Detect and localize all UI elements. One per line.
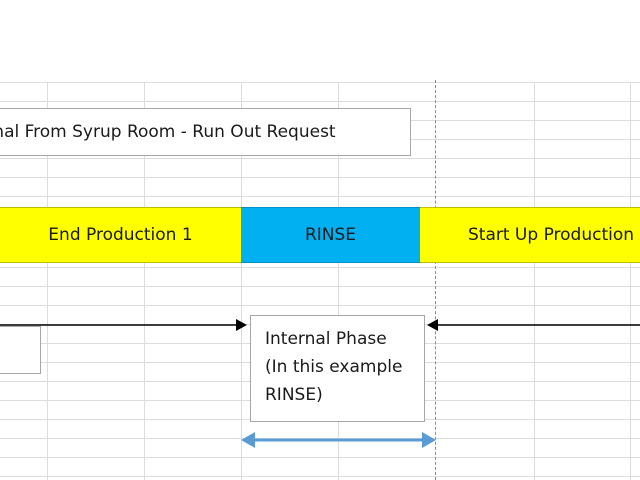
duration-double-arrow [241, 432, 436, 448]
grid-row-line [0, 286, 640, 287]
phase-start-up-label: Start Up Production [468, 225, 635, 245]
grid-column-line [630, 82, 631, 480]
grid-column-line [534, 82, 535, 480]
grid-row-line [0, 476, 640, 477]
phase-rinse: RINSE [241, 207, 420, 263]
left-arrow [0, 319, 247, 331]
grid-row-line [0, 457, 640, 458]
grid-column-line [144, 82, 145, 480]
internal-phase-line-3: RINSE) [265, 385, 323, 405]
phase-end-production: End Production 1 [0, 207, 241, 263]
internal-phase-line-2: (In this example [265, 357, 403, 377]
grid-column-line [338, 82, 339, 480]
grid-row-line [0, 101, 640, 102]
grid-row-line [0, 82, 640, 83]
left-partial-box [0, 326, 41, 374]
internal-phase-line-1: Internal Phase [265, 329, 387, 349]
internal-phase-box: Internal Phase (In this example RINSE) [250, 315, 425, 422]
phase-start-up-production: Start Up Production [420, 207, 640, 263]
phase-rinse-label: RINSE [304, 225, 357, 245]
grid-row-line [0, 196, 640, 197]
signal-request-text: Signal From Syrup Room - Run Out Request [0, 122, 336, 142]
signal-request-box: Signal From Syrup Room - Run Out Request [0, 108, 411, 156]
right-arrow [427, 319, 640, 331]
grid-column-line [47, 82, 48, 480]
phase-end-production-label: End Production 1 [48, 225, 193, 245]
phase-boundary-dashed-line [435, 80, 436, 480]
grid-column-line [241, 82, 242, 480]
grid-row-line [0, 305, 640, 306]
grid-row-line [0, 158, 640, 159]
grid-row-line [0, 177, 640, 178]
grid-row-line [0, 267, 640, 268]
